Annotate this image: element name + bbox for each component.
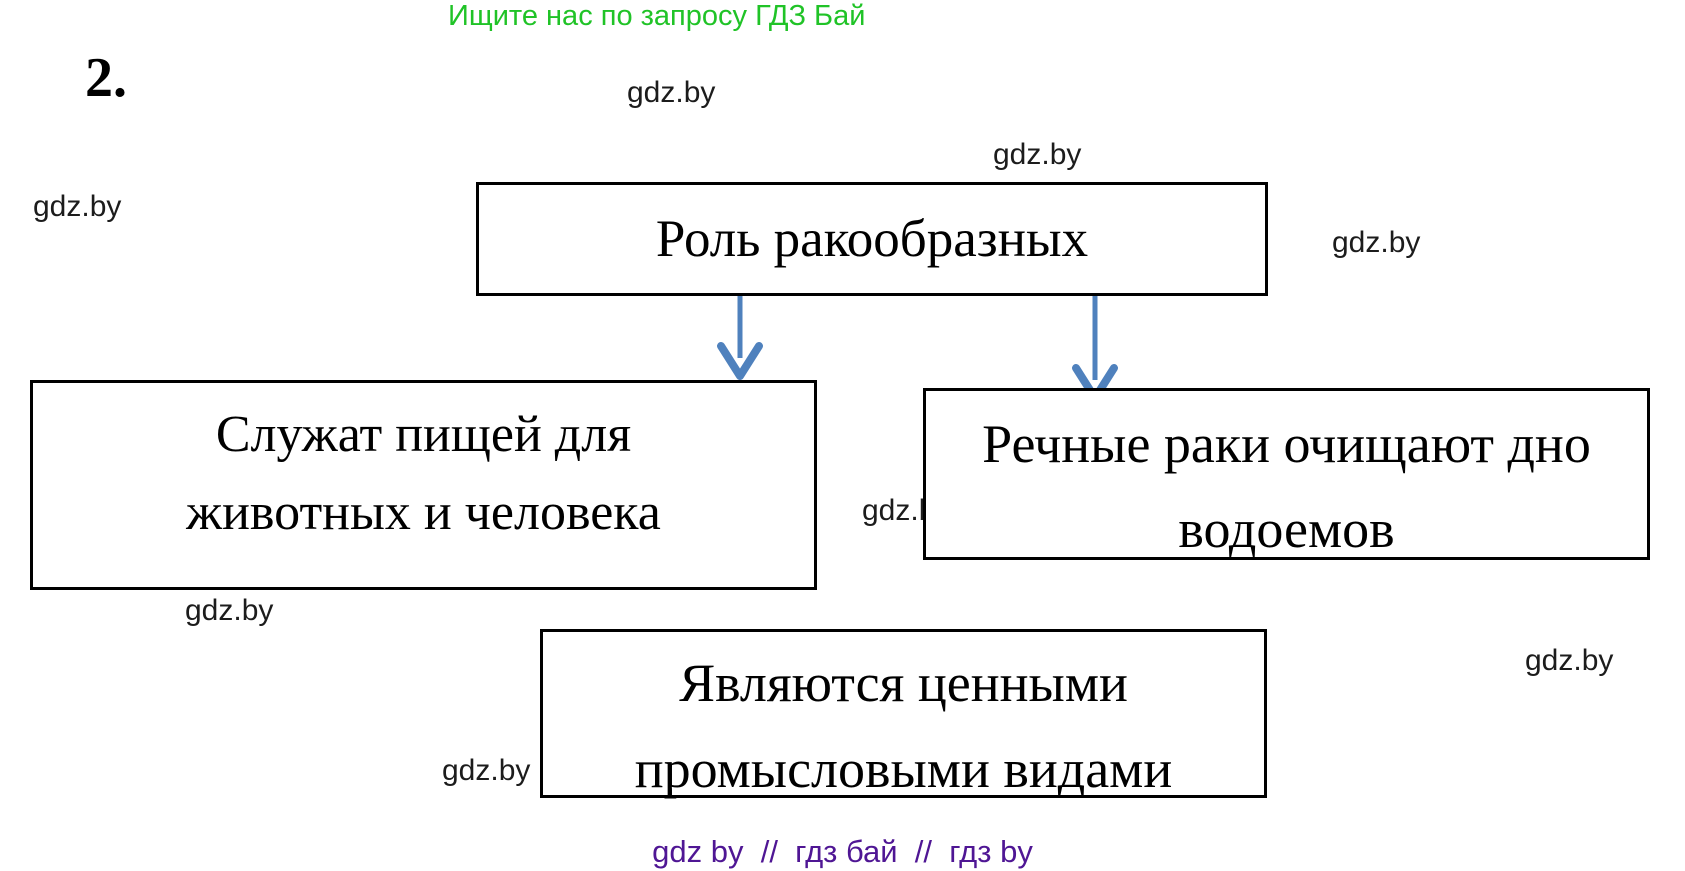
arrow-down-left-icon: [717, 296, 763, 380]
node-commercial-species: Являются ценными промысловыми видами: [540, 629, 1267, 799]
node-crayfish-clean-bottom: Речные раки очищают дно водоемов: [923, 388, 1650, 560]
exercise-number: 2.: [85, 47, 127, 109]
watermark: gdz.by: [33, 190, 122, 223]
promo-header: Ищите нас по запросу ГДЗ Бай: [448, 0, 866, 32]
watermark: gdz.by: [993, 138, 1082, 171]
node-food-for-animals: Служат пищей для животных и человека: [30, 380, 817, 590]
node-role-of-crustaceans: Роль ракообразных: [476, 182, 1268, 296]
node-label-line: Являются ценными: [679, 652, 1128, 713]
node-label-line: промысловыми видами: [634, 738, 1173, 799]
watermark: gdz.by: [627, 76, 716, 109]
watermark: gdz.by: [1525, 644, 1614, 677]
node-label: Роль ракообразных: [655, 210, 1089, 268]
node-label-line: Служат пищей для: [215, 406, 632, 463]
node-label-line: водоемов: [1178, 499, 1395, 559]
node-label-line: животных и человека: [186, 484, 661, 541]
watermark: gdz.by: [1332, 226, 1421, 259]
watermark: gdz.by: [442, 754, 531, 787]
footer-keywords: gdz by // гдз бай // гдз by: [652, 834, 1033, 869]
node-label-line: Речные раки очищают дно: [982, 414, 1591, 474]
watermark: gdz.by: [185, 594, 274, 627]
